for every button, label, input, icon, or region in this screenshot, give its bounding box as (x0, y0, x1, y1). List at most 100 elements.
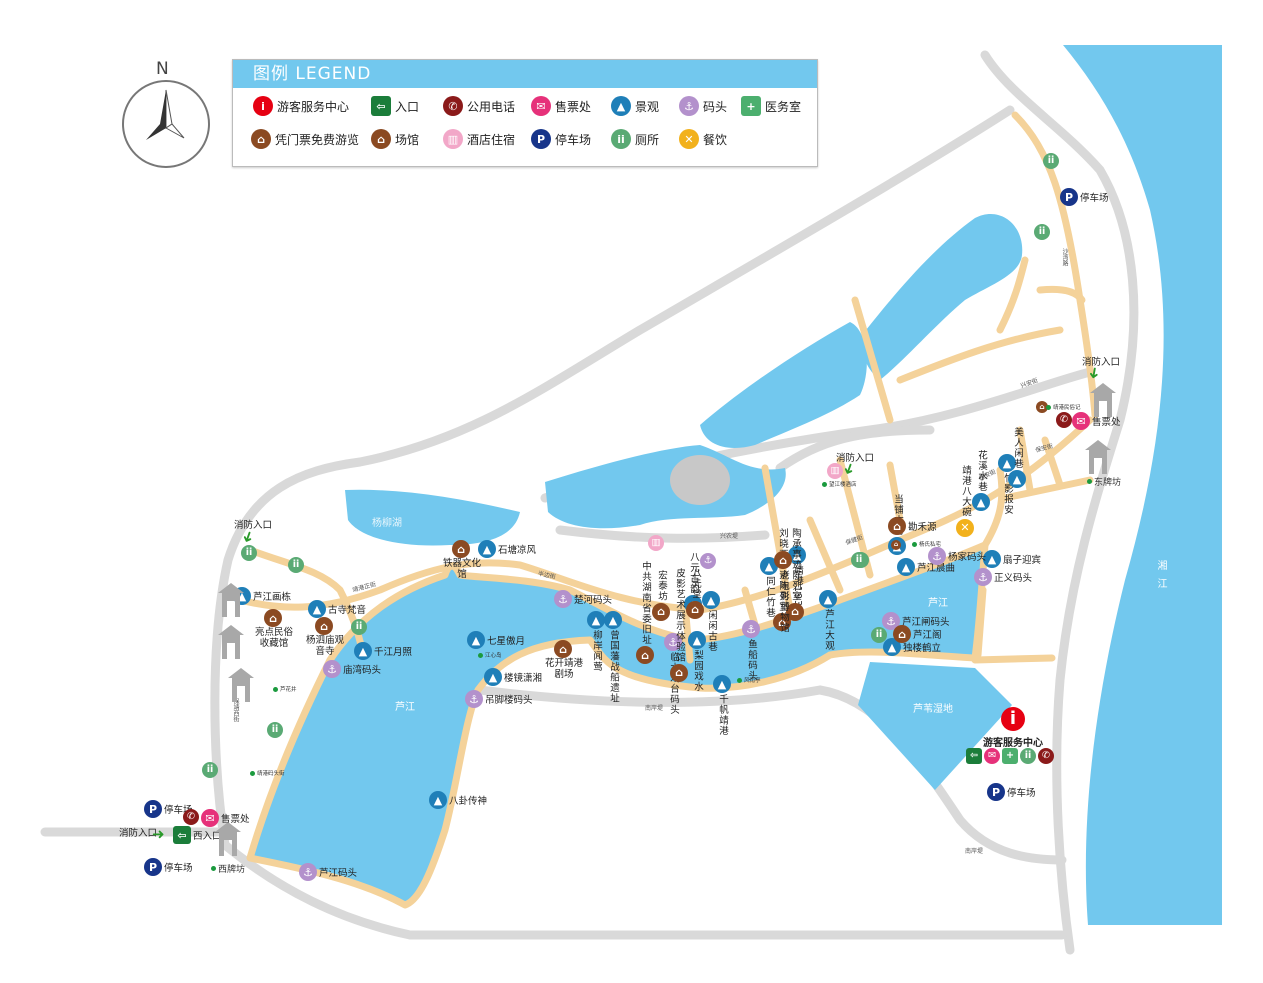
phone-icon[interactable]: ✆ (183, 809, 199, 825)
poi-byt[interactable]: ⌂八元堂 (686, 568, 704, 619)
north-lakes (345, 213, 1023, 546)
toilet-icon[interactable]: ii (288, 557, 304, 573)
poi-trzx[interactable]: ▲同仁竹巷 (760, 557, 778, 618)
road-label: 沙湾路 (1061, 248, 1068, 266)
small-place-label: 靖港民俗记 (1046, 403, 1081, 411)
poi-ldy[interactable]: ⌂老电影博物馆 (774, 551, 792, 633)
scenic-icon: ▲ (688, 631, 706, 649)
poi-label: 芦江画栋 (253, 592, 292, 603)
poi-jg8dw[interactable]: ✕靖港八大碗 (956, 465, 974, 537)
toilet-icon[interactable]: ii (1020, 748, 1036, 764)
venue-icon[interactable]: ⌂ (891, 540, 901, 550)
poi-pyys[interactable]: ⌂皮影艺术展示体验馆 (670, 568, 688, 682)
poi-label: 皮影艺术展示体验馆 (674, 568, 685, 663)
phone-icon[interactable]: ✆ (1056, 412, 1072, 428)
scenic-icon: ▲ (897, 558, 915, 576)
medical-icon[interactable]: + (1002, 748, 1018, 764)
poi-tkt-east[interactable]: ✉售票处 (1072, 412, 1121, 430)
poi-label: 同仁竹巷 (764, 576, 775, 618)
anchor-icon: ⚓ (465, 690, 483, 708)
arch-gate-icon (228, 668, 254, 702)
venue-icon[interactable]: ⌂ (1036, 401, 1048, 413)
poi-ycmt[interactable]: ⚓鱼船码头 (742, 620, 760, 681)
poi-zgjz[interactable]: ⌂中共湖南省委旧址 (636, 561, 654, 664)
toilet-icon[interactable]: ii (1034, 224, 1050, 240)
poi-bgcs[interactable]: ▲八卦传神 (429, 791, 487, 809)
poi-lxx[interactable]: ⌂刘晓西事迹陈列室 (773, 528, 791, 631)
toilet-icon[interactable]: ii (851, 552, 867, 568)
poi-mrxx[interactable]: ▲美人闲巷 (1008, 427, 1026, 488)
fire-entrance-label: 消防入口 (119, 828, 158, 839)
poi-ldms[interactable]: ⌂亮点民俗收藏馆 (251, 609, 297, 649)
poi-ljdg[interactable]: ▲芦江大观 (819, 590, 837, 651)
scenic-icon: ▲ (713, 675, 731, 693)
phone-icon[interactable]: ✆ (1038, 748, 1054, 764)
info-icon[interactable]: i (1001, 707, 1025, 731)
anchor-icon: ⚓ (679, 96, 699, 116)
poi-chmt[interactable]: ⚓楚河码头 (554, 590, 612, 608)
poi-label: 芦江晨曲 (917, 563, 956, 574)
poi-dlhl[interactable]: ▲独楼鹤立 (883, 638, 941, 656)
hotel-icon[interactable]: ▥ (648, 535, 664, 551)
poi-ysm[interactable]: ⌂杨泗庙观音寺 (302, 617, 348, 657)
medical-icon: + (741, 96, 761, 116)
poi-zymt[interactable]: ⚓正义码头 (974, 568, 1032, 586)
poi-ljxx[interactable]: ▲楼镜潇湘 (484, 668, 542, 686)
scenic-icon: ▲ (478, 540, 496, 558)
poi-label: 杨泗庙观音寺 (305, 635, 344, 657)
poi-ljmt[interactable]: ⚓芦江码头 (299, 863, 357, 881)
poi-djlmt[interactable]: ⚓吊脚楼码头 (465, 690, 533, 708)
legend-item-label: 停车场 (555, 132, 592, 147)
poi-khy[interactable]: ⌂勘禾源 (888, 517, 937, 535)
poi-qxay[interactable]: ▲七星傲月 (467, 631, 525, 649)
poi-gusi[interactable]: ▲古寺梵音 (308, 600, 366, 618)
poi-lsxt[interactable]: ⚓临水戏台码头 (664, 633, 682, 715)
small-place-label: 风雨亭 (737, 676, 761, 684)
legend-item: ⌂凭门票免费游览 (251, 129, 359, 149)
poi-mwmt[interactable]: ⚓庙湾码头 (323, 660, 381, 678)
poi-qfjg[interactable]: ▲千帆靖港 (713, 675, 731, 736)
poi-qjyz[interactable]: ▲千江月照 (354, 642, 412, 660)
entrance-icon[interactable]: ⇦ (966, 748, 982, 764)
toilet-icon[interactable]: ii (267, 722, 283, 738)
toilet-icon[interactable]: ii (241, 545, 257, 561)
legend-item: ✆公用电话 (443, 96, 515, 116)
scenic-icon: ▲ (484, 668, 502, 686)
poi-zyba[interactable]: ▲竹影报安 (998, 454, 1016, 515)
anchor-icon[interactable]: ⚓ (700, 553, 716, 569)
poi-zgf[interactable]: ▲曾国藩战船遗址 (604, 611, 622, 704)
poi-yjmt[interactable]: ⚓杨家码头 (928, 547, 986, 565)
poi-jg1938[interactable]: ▲靖港1938 (788, 546, 806, 614)
poi-lawy[interactable]: ▲柳岸闻莺 (587, 611, 605, 672)
poi-label: 当铺古巷 (892, 494, 903, 536)
poi-west-entrance[interactable]: ⇦西入口 (173, 826, 222, 844)
poi-htf[interactable]: ⌂宏泰坊 (652, 570, 670, 621)
poi-xxgx[interactable]: ▲闲闲古巷 (702, 591, 720, 652)
poi-ljg[interactable]: ⌂芦江阁 (893, 625, 942, 643)
ticket-icon[interactable]: ✉ (984, 748, 1000, 764)
arch-label: 东牌坊 (1087, 475, 1121, 488)
toilet-icon[interactable]: ii (1043, 153, 1059, 169)
poi-lyxs[interactable]: ▲梨园戏水 (688, 631, 706, 692)
poi-tqwhg[interactable]: ⌂铁器文化馆 (439, 540, 485, 580)
poi-tkt-west[interactable]: ✉售票处 (201, 809, 250, 827)
poi-label: 芦江阁 (913, 630, 942, 641)
poi-shitang[interactable]: ▲石塘凉风 (478, 540, 536, 558)
poi-zzyb[interactable]: ▲扇子迎宾 (983, 550, 1041, 568)
anchor-icon: ⚓ (742, 620, 760, 638)
poi-hxsx[interactable]: ▲花溪水巷 (972, 450, 990, 511)
hotel-icon[interactable]: ▥ (827, 463, 843, 479)
venue-icon: ⌂ (371, 129, 391, 149)
poi-ljcq[interactable]: ▲芦江晨曲 (897, 558, 955, 576)
poi-tc[interactable]: ⌂陶承事迹陈列室 (786, 528, 804, 621)
poi-ljzmt[interactable]: ⚓芦江闸码头 (882, 612, 950, 630)
toilet-icon[interactable]: ii (202, 762, 218, 778)
toilet-icon[interactable]: ii (871, 627, 887, 643)
toilet-icon[interactable]: ii (351, 619, 367, 635)
poi-hkjg[interactable]: ⌂花开靖港剧场 (541, 640, 587, 680)
